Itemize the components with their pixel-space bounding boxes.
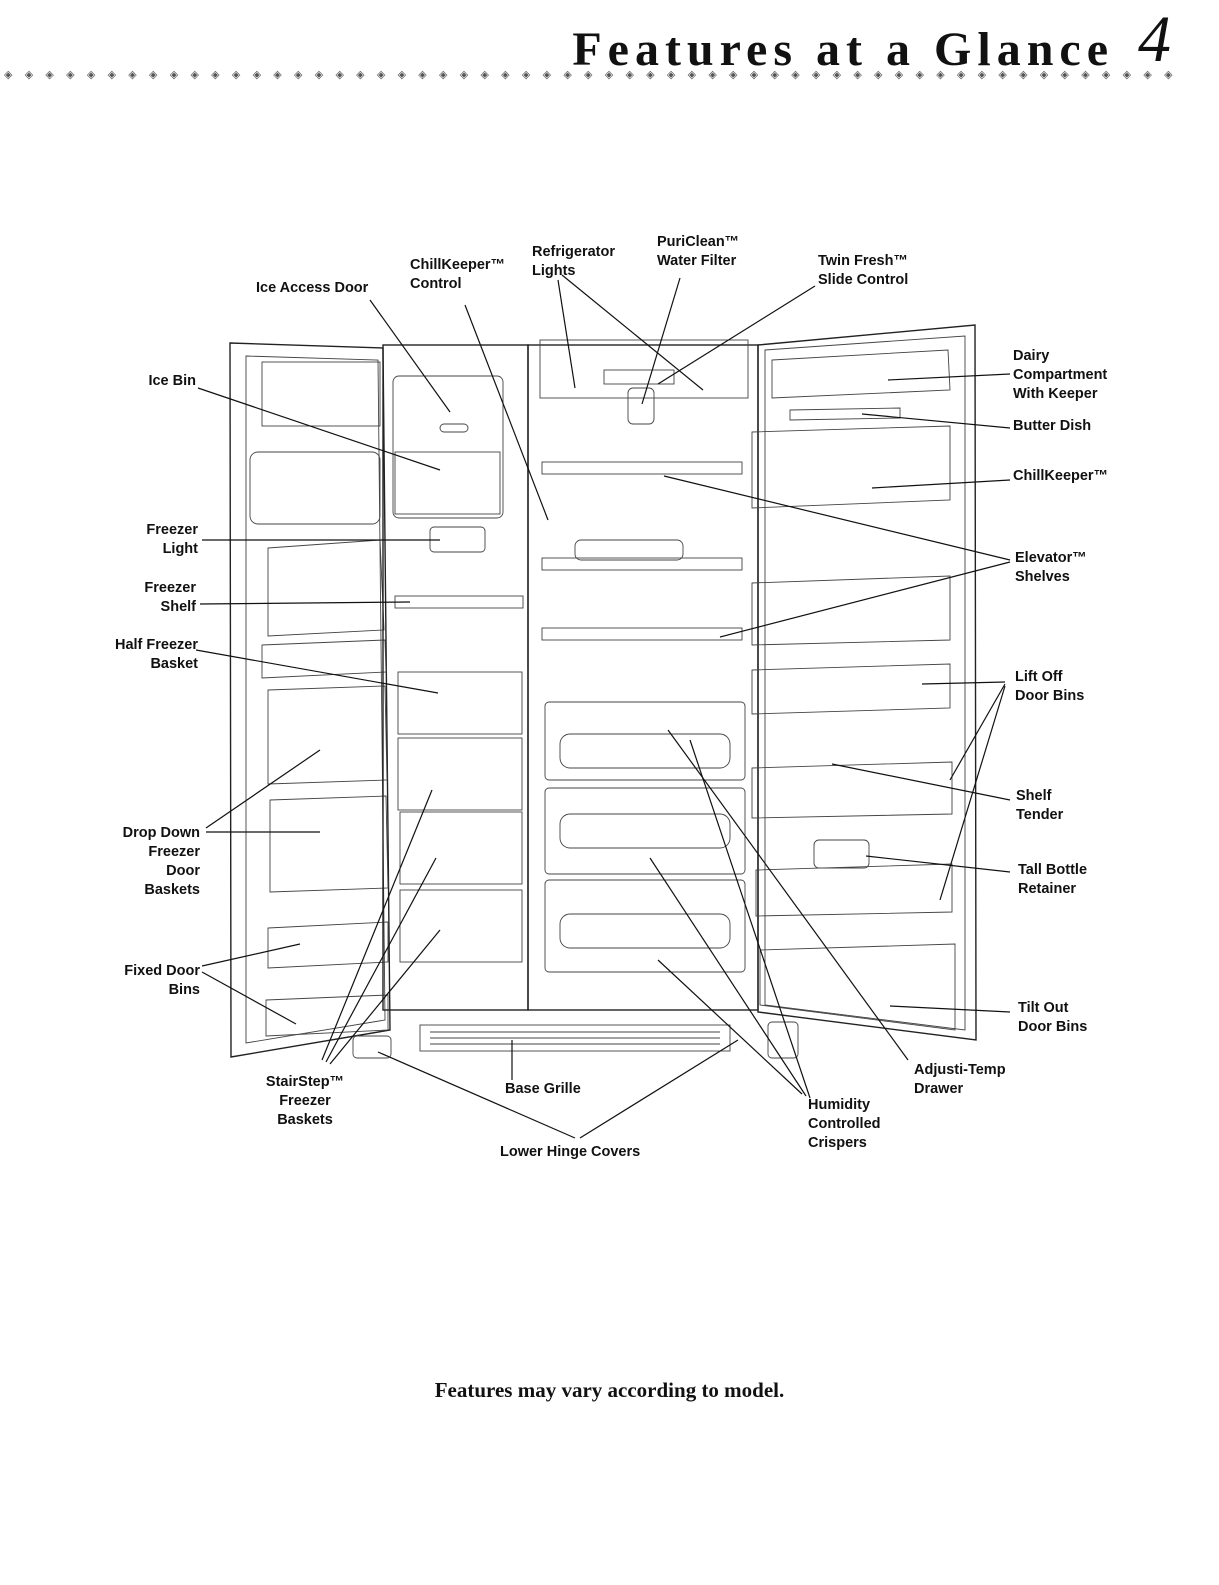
page-title: Features at a Glance — [572, 23, 1114, 76]
label-adjusti-temp-drawer: Adjusti-Temp Drawer — [914, 1062, 1006, 1097]
leader-chillkeeper — [871, 479, 1011, 489]
label-chillkeeper: ChillKeeper™ — [1013, 468, 1109, 484]
leader-stairstep-a — [321, 789, 433, 1061]
leader-tall-bottle — [865, 855, 1011, 873]
label-ice-bin: Ice Bin — [148, 373, 196, 389]
label-tilt-out-door-bins: Tilt Out Door Bins — [1018, 1000, 1088, 1035]
fresh-food-cabinet — [527, 339, 759, 1011]
leader-water-filter — [641, 277, 681, 405]
label-elevator-shelves: Elevator™ Shelves — [1015, 550, 1087, 585]
leader-fixed-bins-b — [201, 971, 297, 1025]
label-drop-down-freezer-door-baskets: Drop Down Freezer Door Baskets — [122, 825, 200, 898]
leader-twin-fresh — [657, 285, 816, 385]
leader-adjusti-temp — [667, 729, 909, 1061]
label-butter-dish: Butter Dish — [1013, 418, 1092, 434]
leader-shelf-tender — [831, 763, 1011, 801]
leader-fixed-bins-a — [201, 943, 301, 967]
leader-elevator-b — [719, 561, 1011, 638]
leader-lines — [195, 274, 1011, 1139]
leader-hinge-b — [579, 1039, 739, 1139]
label-ice-access-door: Ice Access Door — [256, 280, 369, 296]
leader-crispers-a — [689, 739, 811, 1099]
leader-refrigerator-lights-b — [561, 274, 704, 391]
leader-refrigerator-lights-a — [557, 279, 576, 389]
label-shelf-tender: Shelf Tender — [1016, 788, 1064, 823]
label-freezer-light: Freezer Light — [146, 522, 198, 557]
label-chillkeeper-control: ChillKeeper™ Control — [410, 257, 506, 292]
label-lower-hinge-covers: Lower Hinge Covers — [500, 1144, 641, 1160]
leader-freezer-shelf — [199, 601, 411, 605]
refrigerator-door — [751, 324, 977, 1041]
page-number: 4 — [1138, 3, 1171, 76]
label-twin-fresh-slide-control: Twin Fresh™ Slide Control — [818, 253, 909, 288]
label-half-freezer-basket: Half Freezer Basket — [114, 637, 198, 672]
leader-ice-access-door — [369, 299, 451, 413]
ornament-divider: ◈ ◈ ◈ ◈ ◈ ◈ ◈ ◈ ◈ ◈ ◈ ◈ ◈ ◈ ◈ ◈ ◈ ◈ ◈ ◈ … — [4, 69, 1174, 81]
refrigerator-base — [352, 1021, 799, 1059]
leader-half-freezer-basket — [195, 649, 439, 694]
label-tall-bottle-retainer: Tall Bottle Retainer — [1018, 862, 1088, 897]
label-base-grille: Base Grille — [505, 1081, 581, 1097]
leader-drop-down-a — [205, 749, 321, 829]
freezer-door — [229, 342, 391, 1058]
footer-note: Features may vary according to model. — [434, 1378, 785, 1402]
leader-lift-off-a — [921, 681, 1006, 685]
freezer-cabinet — [382, 344, 529, 1011]
label-stairstep-freezer-baskets: StairStep™ Freezer Baskets — [265, 1074, 345, 1128]
leader-hinge-a — [377, 1051, 576, 1139]
label-dairy-compartment-with-keeper: Dairy Compartment With Keeper — [1013, 348, 1108, 402]
leader-crispers-c — [657, 959, 803, 1095]
leader-lift-off-b — [949, 683, 1006, 781]
label-lift-off-door-bins: Lift Off Door Bins — [1015, 669, 1085, 704]
leader-stairstep-c — [329, 929, 441, 1065]
leader-dairy — [887, 373, 1011, 381]
leader-elevator-a — [663, 475, 1011, 561]
label-puriclean-water-filter: PuriClean™ Water Filter — [657, 234, 740, 269]
leader-chillkeeper-control — [464, 304, 549, 521]
label-humidity-controlled-crispers: Humidity Controlled Crispers — [808, 1097, 881, 1151]
label-refrigerator-lights: Refrigerator Lights — [532, 244, 615, 279]
label-freezer-shelf: Freezer Shelf — [144, 580, 196, 615]
leader-butter-dish — [861, 413, 1011, 429]
leader-stairstep-b — [325, 857, 437, 1063]
leader-ice-bin — [197, 387, 441, 471]
label-fixed-door-bins: Fixed Door Bins — [124, 963, 200, 998]
leader-tilt-out — [889, 1005, 1011, 1013]
leader-crispers-b — [649, 857, 807, 1097]
